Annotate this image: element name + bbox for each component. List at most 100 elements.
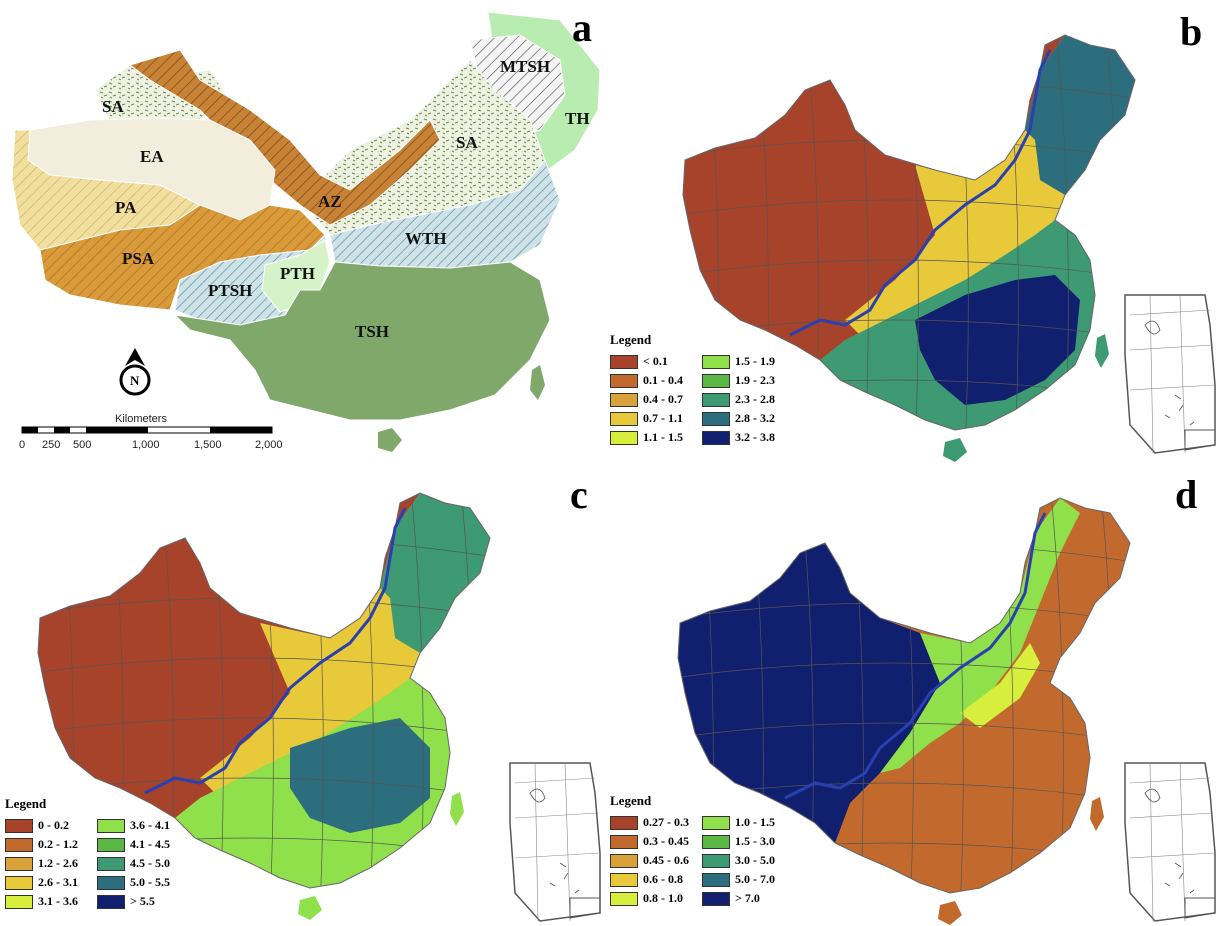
graticule-line — [683, 259, 1135, 281]
taiwan-island — [1090, 797, 1104, 831]
legend-c-items: 0 - 0.2 3.6 - 4.1 0.2 - 1.2 4.1 - 4.5 1.2 - … — [5, 818, 189, 909]
legend-label: < 0.1 — [643, 354, 668, 368]
legend-d-item: 1.0 - 1.5 — [702, 815, 794, 830]
legend-b-items: < 0.1 1.5 - 1.9 0.1 - 0.4 1.9 - 2.3 0.4 - 0.… — [610, 354, 794, 445]
taiwan-island — [530, 365, 545, 400]
map-zone — [960, 643, 1040, 728]
china-map-b — [682, 34, 1136, 462]
south-china-sea-inset — [509, 762, 601, 922]
legend-c-item: > 5.5 — [97, 894, 189, 909]
legend-c-item: 0 - 0.2 — [5, 818, 97, 833]
panel-a-map: SA EA PA PSA AZ SA MTSH TH WTH PTSH PTH … — [11, 11, 601, 452]
legend-swatch — [5, 856, 33, 871]
legend-b-item: 1.9 - 2.3 — [702, 373, 794, 388]
legend-label: 3.2 - 3.8 — [735, 430, 775, 444]
legend-swatch — [702, 853, 730, 868]
legend-label: 0 - 0.2 — [38, 818, 69, 832]
legend-label: 2.6 - 3.1 — [38, 875, 78, 889]
legend-b-item: 0.1 - 0.4 — [610, 373, 702, 388]
legend-b-item: 2.8 - 3.2 — [702, 411, 794, 426]
panel-letter-c: c — [570, 472, 588, 517]
legend-label: 0.1 - 0.4 — [643, 373, 683, 387]
legend-swatch — [702, 834, 730, 849]
legend-label: 1.5 - 1.9 — [735, 354, 775, 368]
legend-c-item: 0.2 - 1.2 — [5, 837, 97, 852]
legend-swatch — [702, 430, 730, 445]
south-china-sea-inset — [1124, 294, 1216, 454]
legend-swatch — [610, 815, 638, 830]
region-label-az: AZ — [318, 192, 342, 211]
china-map-c — [37, 492, 491, 920]
legend-label: 3.6 - 4.1 — [130, 818, 170, 832]
legend-label: 5.0 - 5.5 — [130, 875, 170, 889]
scale-tick-500: 500 — [73, 439, 92, 451]
region-label-pa: PA — [115, 198, 137, 217]
boundary-line — [144, 507, 407, 795]
legend-label: 0.4 - 0.7 — [643, 392, 683, 406]
legend-label: 4.1 - 4.5 — [130, 837, 170, 851]
panel-letter-a: a — [572, 5, 592, 50]
scale-tick-1500: 1,500 — [194, 439, 222, 451]
country-outline — [682, 34, 1136, 431]
scale-unit-label: Kilometers — [115, 413, 167, 425]
legend-swatch — [702, 411, 730, 426]
region-label-mtsh: MTSH — [500, 57, 550, 76]
legend-swatch — [702, 872, 730, 887]
graticule-line — [640, 903, 1140, 923]
map-zone — [380, 493, 490, 653]
legend-swatch — [97, 856, 125, 871]
legend-swatch — [97, 894, 125, 909]
region-label-ea: EA — [140, 147, 164, 166]
legend-swatch — [610, 373, 638, 388]
scale-bar — [21, 426, 273, 434]
panel-a: SA EA PA PSA AZ SA MTSH TH WTH PTSH PTH … — [0, 0, 610, 463]
legend-swatch — [610, 411, 638, 426]
legend-label: 1.9 - 2.3 — [735, 373, 775, 387]
legend-b-item: 0.4 - 0.7 — [610, 392, 702, 407]
legend-swatch — [610, 354, 638, 369]
legend-label: > 5.5 — [130, 894, 155, 908]
legend-swatch — [5, 894, 33, 909]
country-outline — [37, 492, 491, 889]
legend-label: 0.3 - 0.45 — [643, 834, 689, 848]
north-arrow-icon: N — [119, 348, 151, 396]
hainan-island — [378, 428, 402, 452]
legend-d-item: 0.3 - 0.45 — [610, 834, 702, 849]
legend-swatch — [610, 430, 638, 445]
legend-swatch — [610, 872, 638, 887]
legend-c-item: 1.2 - 2.6 — [5, 856, 97, 871]
legend-swatch — [97, 837, 125, 852]
legend-d-item: 0.6 - 0.8 — [610, 872, 702, 887]
legend-swatch — [610, 853, 638, 868]
legend-c-item: 5.0 - 5.5 — [97, 875, 189, 890]
south-china-sea-inset — [1124, 762, 1216, 922]
legend-label: 2.8 - 3.2 — [735, 411, 775, 425]
map-zone — [290, 718, 430, 833]
legend-d-item: 3.0 - 5.0 — [702, 853, 794, 868]
region-label-pth: PTH — [280, 264, 315, 283]
legend-b-item: 1.1 - 1.5 — [610, 430, 702, 445]
legend-d-item: > 7.0 — [702, 891, 794, 906]
north-arrow-label: N — [130, 373, 140, 388]
legend-swatch — [702, 891, 730, 906]
legend-swatch — [702, 392, 730, 407]
taiwan-island — [1095, 334, 1109, 368]
legend-swatch — [5, 837, 33, 852]
boundary-line — [784, 512, 1047, 800]
legend-label: 5.0 - 7.0 — [735, 872, 775, 886]
region-label-sa-west: SA — [102, 97, 124, 116]
region-label-wth: WTH — [405, 229, 447, 248]
legend-b-item: 1.5 - 1.9 — [702, 354, 794, 369]
legend-swatch — [5, 875, 33, 890]
panel-b-map — [682, 34, 1216, 462]
legend-b-item: < 0.1 — [610, 354, 702, 369]
legend-c-item: 2.6 - 3.1 — [5, 875, 97, 890]
legend-swatch — [97, 875, 125, 890]
legend-d-item: 0.8 - 1.0 — [610, 891, 702, 906]
graticule-line — [38, 717, 490, 739]
